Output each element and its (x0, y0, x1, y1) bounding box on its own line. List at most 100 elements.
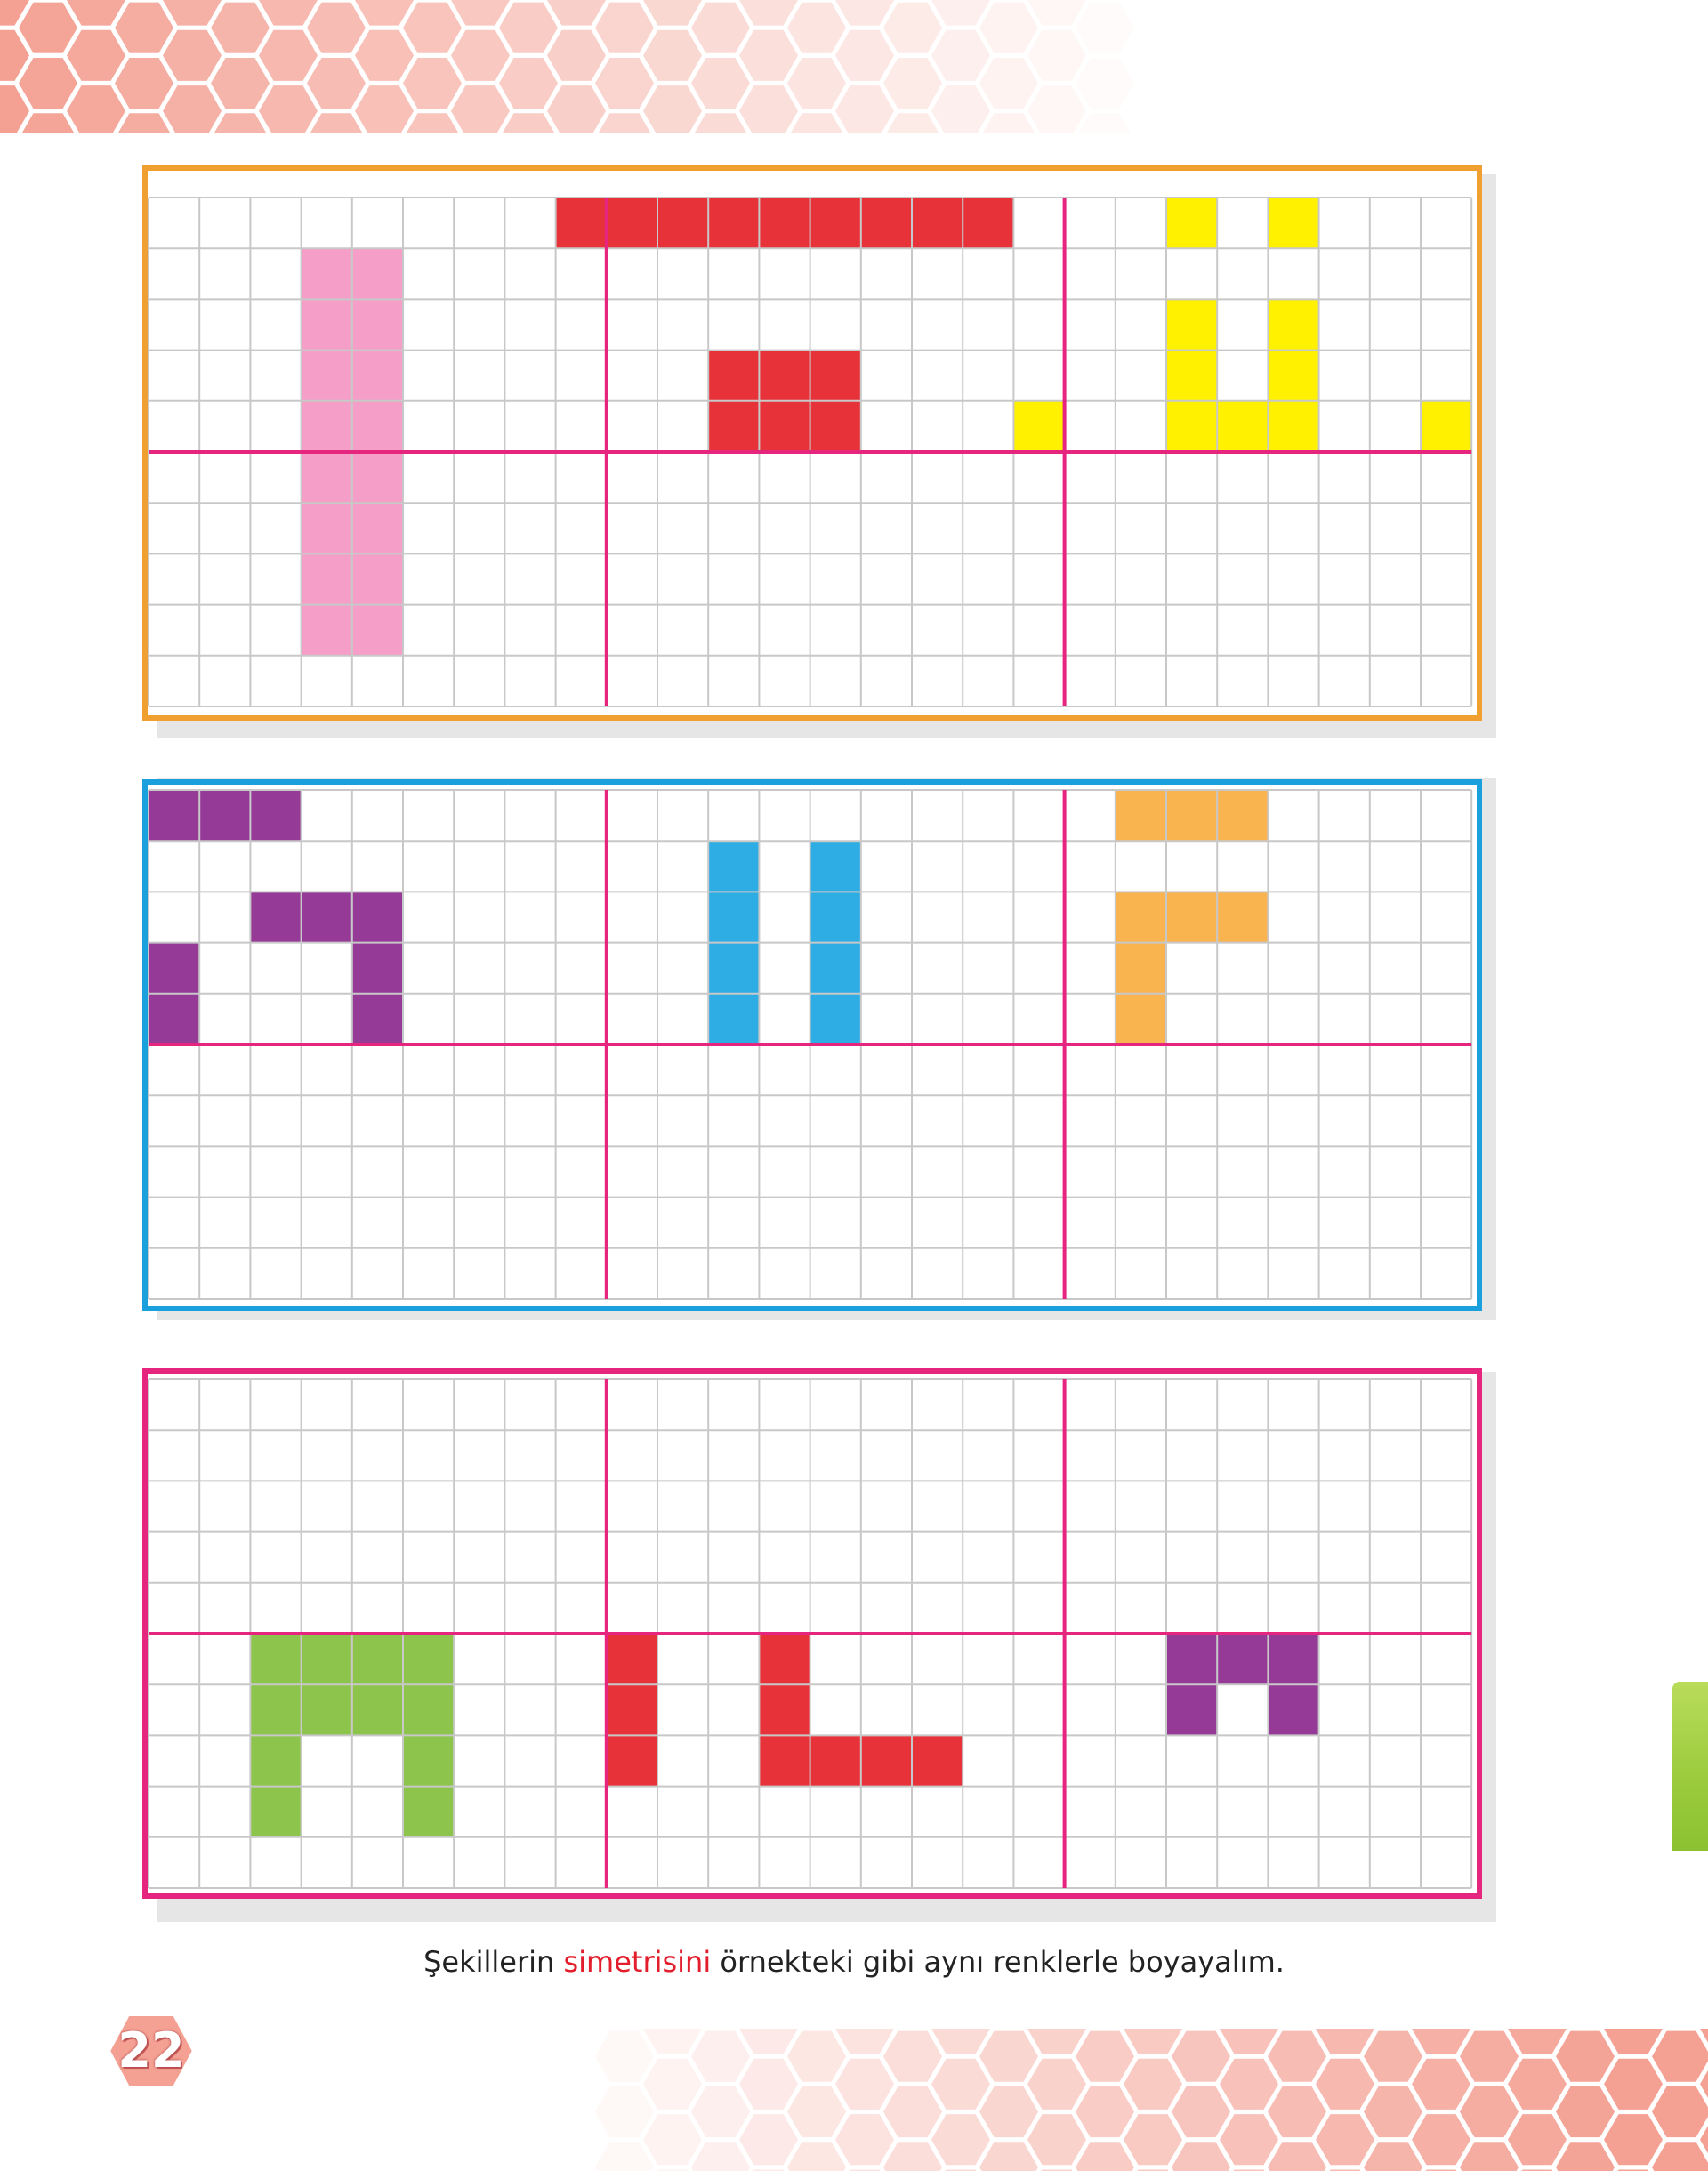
hexagon (1172, 2142, 1230, 2171)
yellow-shape-cell (1166, 198, 1218, 249)
hexagon (883, 2086, 942, 2138)
hexagon (163, 29, 222, 81)
hexagon (691, 2030, 750, 2082)
purple-shape-cell (351, 942, 403, 994)
blue-shape-cell (810, 942, 861, 994)
hexagon (835, 2058, 894, 2110)
hexagon (643, 2114, 702, 2166)
pink-bar-cell (351, 400, 403, 452)
hexagon (835, 0, 894, 26)
hexagon (1027, 29, 1086, 81)
purple-shape-cell (351, 993, 403, 1045)
hexagon (1412, 2029, 1470, 2054)
red-shape-cell (606, 1634, 657, 1685)
hexagon (1027, 2029, 1086, 2054)
blue-shape-cell (708, 841, 760, 892)
hexagon (355, 29, 414, 81)
yellow-shape-cell (1421, 400, 1472, 452)
yellow-shape-cell (1013, 400, 1065, 452)
hexagon (19, 58, 77, 109)
orange-shape-cell (1217, 790, 1269, 842)
hexagon (979, 2086, 1038, 2138)
grid-panel-orange (148, 197, 1473, 707)
hexagon (1027, 2058, 1086, 2110)
pink-bar-cell (301, 452, 352, 504)
green-shape-cell (403, 1684, 455, 1736)
hexagon (451, 0, 510, 26)
hexagon (1316, 2029, 1374, 2054)
hexagon (595, 2030, 654, 2082)
hexagon (1364, 2030, 1422, 2082)
hexagon (1078, 113, 1132, 133)
hexagon (499, 58, 558, 109)
yellow-shape-cell (1166, 299, 1218, 351)
purple-shape-cell (1268, 1634, 1319, 1685)
hexagon (1700, 2070, 1708, 2098)
hexagon (115, 58, 173, 109)
yellow-shape-cell (1217, 400, 1269, 452)
hexagon (1556, 2030, 1615, 2082)
pink-bar-cell (351, 553, 403, 605)
hexagon (1316, 2114, 1374, 2166)
hexagon (403, 58, 462, 109)
hexagon (1027, 85, 1086, 133)
hexagon (787, 2086, 846, 2138)
orange-shape-cell (1166, 892, 1218, 943)
green-shape-cell (250, 1684, 302, 1736)
hexagon (931, 85, 990, 133)
hexagon (739, 2029, 798, 2054)
hex-pattern-bottom (595, 2029, 1708, 2171)
hexagon (403, 2, 462, 53)
hexagon (0, 0, 29, 26)
hexagon (1460, 2086, 1519, 2138)
hexagon (451, 85, 510, 133)
hexagon (259, 0, 318, 26)
purple-shape-cell (149, 790, 200, 842)
hexagon (1076, 2086, 1134, 2138)
panel-orange (142, 165, 1482, 721)
hexagon (1172, 2030, 1230, 2082)
hexagon (1556, 2086, 1615, 2138)
hexagon (979, 2030, 1038, 2082)
yellow-shape-cell (1268, 400, 1319, 452)
hexagon (595, 2086, 654, 2138)
pink-bar-cell (301, 299, 352, 351)
hexagon (691, 2086, 750, 2138)
red-shape-cell (759, 198, 810, 249)
red-shape-cell (810, 198, 861, 249)
grid-panel-pink (148, 1378, 1473, 1889)
hexagon (1556, 2142, 1615, 2171)
yellow-shape-cell (1166, 400, 1218, 452)
red-shape-cell (708, 350, 760, 401)
yellow-shape-cell (1268, 350, 1319, 401)
hexagon (931, 0, 990, 26)
hexagon (982, 113, 1035, 133)
red-shape-cell (555, 198, 607, 249)
red-shape-cell (708, 198, 760, 249)
page-number-badge (107, 2013, 196, 2089)
hexagon (787, 2030, 846, 2082)
hexagon (1508, 2058, 1567, 2110)
hexagon (1364, 2086, 1422, 2138)
hexagon (451, 29, 510, 81)
hexagon (115, 2, 173, 53)
purple-shape-cell (1268, 1684, 1319, 1736)
yellow-shape-cell (1268, 299, 1319, 351)
hexagon (691, 2, 750, 53)
hexagon (1604, 2029, 1663, 2054)
hexagon (1652, 2030, 1708, 2082)
red-shape-cell (708, 400, 760, 452)
hexagon (1700, 2126, 1708, 2154)
green-shape-cell (403, 1634, 455, 1685)
hexagon (931, 2058, 990, 2110)
orange-shape-cell (1217, 892, 1269, 943)
pink-bar-cell (351, 503, 403, 554)
side-tab (1672, 1682, 1708, 1851)
hexagon (211, 58, 270, 109)
blue-shape-cell (708, 993, 760, 1045)
red-shape-cell (810, 350, 861, 401)
red-shape-cell (810, 1735, 861, 1787)
pink-bar-cell (351, 350, 403, 401)
hexagon (979, 2, 1038, 53)
hexagon (1316, 2058, 1374, 2110)
